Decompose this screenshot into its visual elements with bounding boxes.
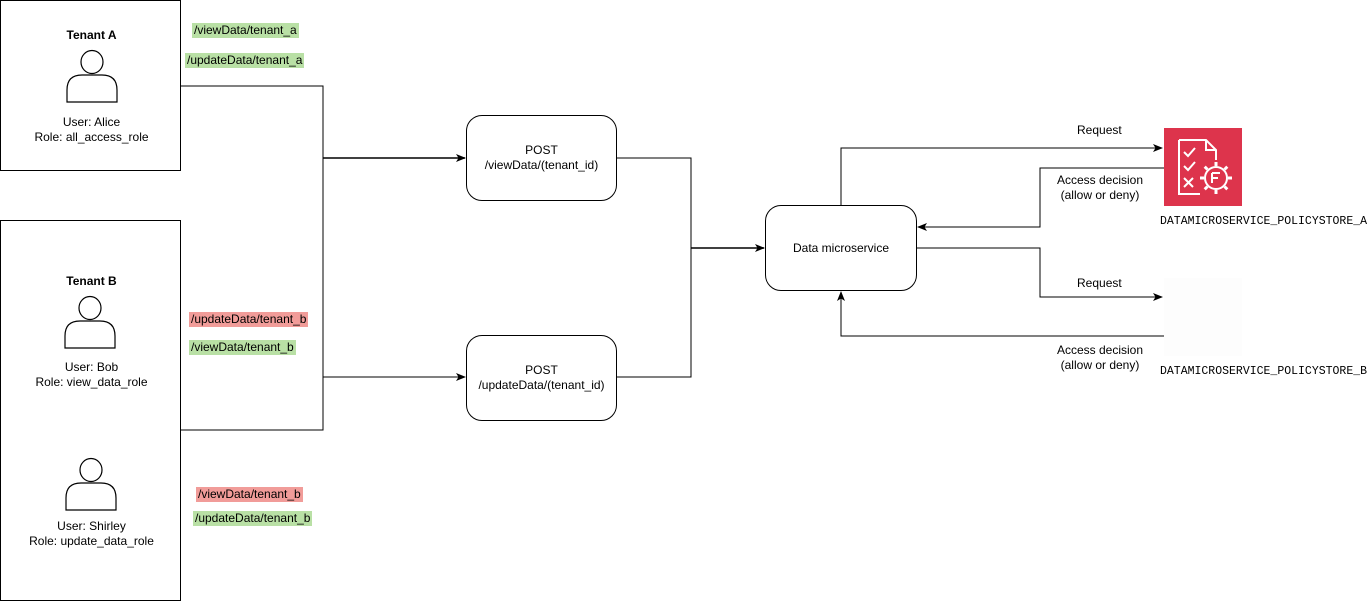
view-endpoint-path: /viewData/(tenant_id) [484,158,599,172]
tenant-a-title: Tenant A [66,28,117,42]
policy-store-b-name: DATAMICROSERVICE_POLICYSTORE_B [1160,365,1368,378]
bob-role: Role: view_data_role [35,375,148,389]
decision-b-arrow [837,291,1206,337]
tenant-a-role: Role: all_access_role [34,130,149,144]
update-to-service-line [616,248,692,378]
path-tag-allowed: /updateData/tenant_b [193,511,313,526]
view-endpoint-box: POST /viewData/(tenant_id) [466,115,617,201]
tenant-a-bracket [180,85,324,431]
bob-user: User: Bob [64,360,119,374]
decision-a-label: Access decision (allow or deny) [1040,173,1160,203]
data-microservice-label: Data microservice [792,240,890,255]
request-a-label: Request [1077,123,1122,137]
shirley-role: Role: update_data_role [29,534,154,548]
decision-a-arrow [917,167,1164,231]
decision-a-line1: Access decision [1056,173,1144,187]
decision-b-label: Access decision (allow or deny) [1040,343,1160,373]
tenant-a-user: User: Alice [62,115,121,129]
update-endpoint-box: POST /updateData/(tenant_id) [466,335,617,421]
path-tag-allowed: /viewData/tenant_a [192,23,299,38]
policy-store-a-name: DATAMICROSERVICE_POLICYSTORE_A [1160,215,1368,228]
path-tag-denied: /viewData/tenant_b [196,487,303,502]
path-tag-allowed: /updateData/tenant_a [185,53,305,68]
update-endpoint-method: POST [525,363,558,377]
decision-b-line2: (allow or deny) [1060,358,1140,372]
request-b-arrow [916,247,1163,301]
tenant-b-title: Tenant B [66,274,117,288]
user-icon [64,295,116,349]
request-b-label: Request [1077,276,1122,290]
user-icon [66,49,118,103]
shirley-user: User: Shirley [57,519,126,533]
verified-permissions-icon [1164,128,1242,206]
update-endpoint-path: /updateData/(tenant_id) [478,378,605,392]
tenant-a-box: Tenant A User: Alice Role: all_access_ro… [0,0,181,171]
decision-b-line1: Access decision [1056,343,1144,357]
path-tag-denied: /updateData/tenant_b [189,312,309,327]
view-to-service-line [616,157,692,248]
tenant-b-box: Tenant B User: Bob Role: view_data_role … [0,220,181,601]
data-microservice-box: Data microservice [765,205,917,291]
policy-store-b-icon [1164,278,1242,356]
path-tag-allowed: /viewData/tenant_b [189,340,296,355]
request-a-arrow [840,144,1163,205]
view-endpoint-method: POST [525,143,558,157]
decision-a-line2: (allow or deny) [1060,188,1140,202]
user-icon [65,457,117,511]
